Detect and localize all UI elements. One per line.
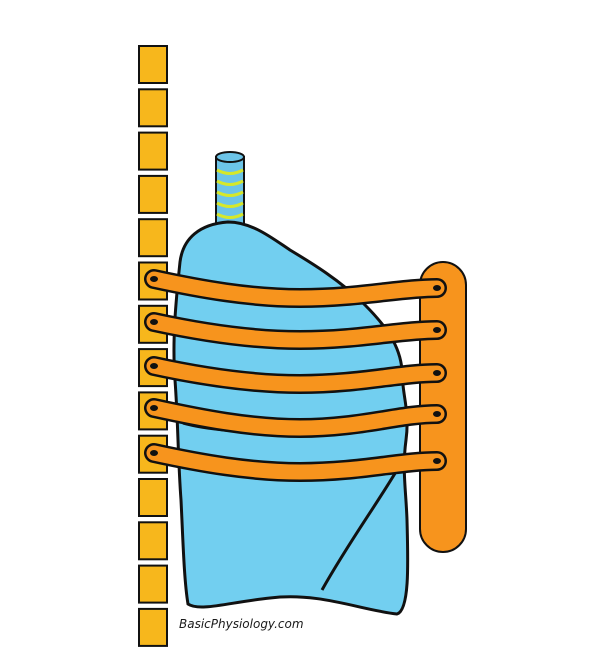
ribs xyxy=(144,269,447,483)
rib xyxy=(144,356,447,395)
rib-body xyxy=(146,358,445,392)
rib-joint-vertebral xyxy=(150,319,158,325)
rib xyxy=(144,398,447,439)
rib-body xyxy=(146,314,445,348)
vertebra xyxy=(138,478,168,517)
rib-joint-sternal xyxy=(433,458,441,464)
rib-joint-vertebral xyxy=(150,450,158,456)
trachea-ring xyxy=(216,190,244,197)
trachea-rings xyxy=(216,168,244,219)
credit-text: BasicPhysiology.com xyxy=(179,617,304,631)
trachea-ring xyxy=(216,179,244,186)
trachea-ring xyxy=(216,201,244,208)
rib-body xyxy=(146,271,445,306)
vertebra xyxy=(138,607,168,647)
vertebra xyxy=(138,218,168,258)
trachea-top xyxy=(215,151,245,163)
rib-joint-sternal xyxy=(433,411,441,417)
vertebra xyxy=(138,45,168,84)
rib xyxy=(144,312,447,351)
vertebra xyxy=(138,564,168,604)
rib-body xyxy=(146,445,445,480)
vertebra xyxy=(138,521,168,561)
rib-joint-vertebral xyxy=(150,276,158,282)
rib-joint-vertebral xyxy=(150,363,158,369)
rib-joint-vertebral xyxy=(150,405,158,411)
trachea xyxy=(215,151,245,228)
vertebra xyxy=(138,174,168,214)
rib-joint-sternal xyxy=(433,327,441,333)
rib xyxy=(144,443,447,483)
rib xyxy=(144,269,447,309)
vertebral-column xyxy=(138,45,168,647)
rib-joint-sternal xyxy=(433,285,441,291)
rib-body xyxy=(146,400,445,436)
trachea-ring xyxy=(216,212,244,219)
trachea-ring xyxy=(216,168,244,175)
vertebra xyxy=(138,131,168,171)
rib-joint-sternal xyxy=(433,370,441,376)
vertebra xyxy=(138,88,168,128)
